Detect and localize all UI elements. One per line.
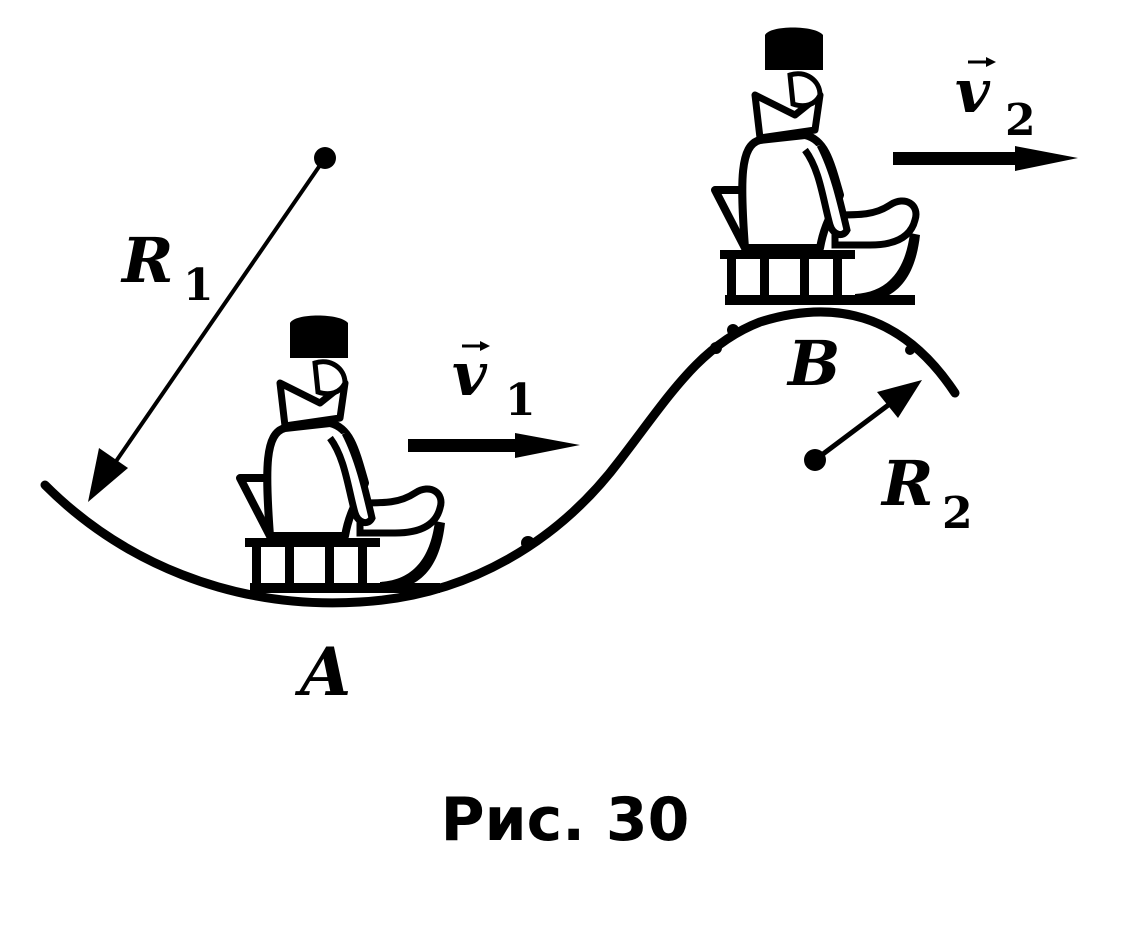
label-v1: v 1 <box>452 340 536 426</box>
figure-caption: Рис. 30 <box>441 785 690 855</box>
label-v2: v 2 <box>955 57 1036 146</box>
sled-rider-a <box>240 316 445 594</box>
label-r1-symbol: R <box>120 224 174 297</box>
track-curve <box>40 307 960 608</box>
label-r2-index: 2 <box>942 488 973 539</box>
velocity-v2-arrow <box>893 146 1078 171</box>
point-label-b: B <box>786 327 840 400</box>
label-v1-index: 1 <box>505 375 536 426</box>
label-r1-index: 1 <box>183 260 214 311</box>
label-r2-symbol: R <box>880 447 934 520</box>
label-v2-index: 2 <box>1005 95 1036 146</box>
radius-r1-arrow <box>88 147 336 502</box>
velocity-v1-arrow <box>408 433 580 458</box>
label-v1-symbol: v <box>452 340 488 410</box>
label-v2-symbol: v <box>955 57 991 127</box>
point-label-a: A <box>294 633 351 711</box>
radius-r2-arrow <box>804 380 922 471</box>
sled-rider-b <box>715 28 920 306</box>
